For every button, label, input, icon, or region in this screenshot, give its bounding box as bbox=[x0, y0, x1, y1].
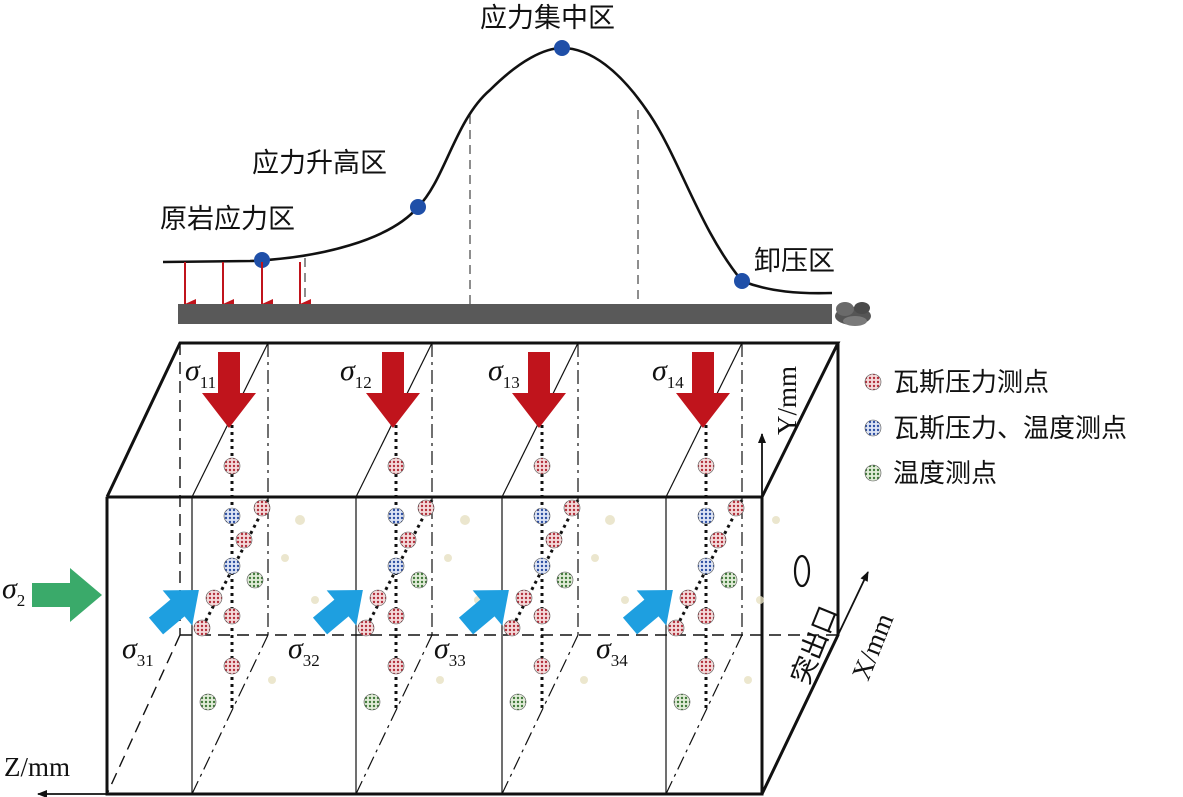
x-axis-label: X/mm bbox=[846, 609, 900, 684]
sigma-11-label: σ11 bbox=[185, 354, 216, 392]
gas-point bbox=[253, 499, 271, 517]
legend bbox=[864, 373, 882, 482]
gas-point bbox=[533, 457, 551, 475]
vertical-arrow-2 bbox=[366, 352, 420, 428]
temp-point bbox=[246, 571, 264, 589]
y-axis-label: Y/mm bbox=[772, 366, 802, 435]
gas-point bbox=[369, 589, 387, 607]
axes bbox=[37, 433, 869, 797]
gas-point bbox=[697, 607, 715, 625]
gas-point bbox=[679, 589, 697, 607]
loading-plate bbox=[178, 304, 832, 324]
legend-temp-label: 温度测点 bbox=[893, 459, 997, 489]
temp-point bbox=[556, 571, 574, 589]
gas-point bbox=[387, 607, 405, 625]
gas-point bbox=[709, 531, 727, 549]
gas-point bbox=[697, 657, 715, 675]
sigma-2-label: σ2 bbox=[2, 572, 25, 610]
gas-temp-point bbox=[697, 557, 715, 575]
legend-gas-label: 瓦斯压力测点 bbox=[893, 368, 1049, 398]
outlet-ellipse bbox=[793, 554, 811, 588]
gas-point bbox=[503, 619, 521, 637]
gas-temp-point bbox=[223, 507, 241, 525]
measurement-points bbox=[193, 457, 745, 711]
temp-point bbox=[199, 693, 217, 711]
sigma-32-label: σ32 bbox=[288, 632, 320, 670]
gas-point bbox=[235, 531, 253, 549]
sigma-34-label: σ34 bbox=[596, 632, 628, 670]
box-hidden-edge bbox=[106, 634, 181, 795]
sigma-13-label: σ13 bbox=[488, 354, 520, 392]
legend-gas-temp-marker bbox=[864, 419, 882, 437]
horizontal-arrow-1 bbox=[148, 590, 199, 635]
zone-label-relief: 卸压区 bbox=[754, 246, 835, 277]
temp-point bbox=[673, 693, 691, 711]
gas-point bbox=[417, 499, 435, 517]
gas-point bbox=[387, 657, 405, 675]
gas-temp-point bbox=[387, 557, 405, 575]
legend-temp-marker bbox=[864, 464, 882, 482]
curve-point-original bbox=[254, 252, 270, 268]
temp-point bbox=[509, 693, 527, 711]
gas-point bbox=[193, 619, 211, 637]
gas-temp-point bbox=[533, 557, 551, 575]
zone-label-original: 原岩应力区 bbox=[160, 204, 295, 235]
gas-temp-point bbox=[223, 557, 241, 575]
gas-temp-point bbox=[697, 507, 715, 525]
z-axis-label: Z/mm bbox=[4, 752, 70, 782]
temp-point bbox=[363, 693, 381, 711]
sigma-31-label: σ31 bbox=[122, 632, 154, 670]
gas-cloud-icon bbox=[835, 302, 871, 326]
zone-label-rising: 应力升高区 bbox=[252, 148, 387, 179]
horizontal-arrow-4 bbox=[622, 590, 673, 635]
gas-point bbox=[697, 457, 715, 475]
box-top-face bbox=[105, 341, 841, 498]
background-particles bbox=[268, 515, 780, 684]
sigma-14-label: σ14 bbox=[652, 354, 684, 392]
legend-gas-temp-label: 瓦斯压力、温度测点 bbox=[893, 414, 1127, 444]
vertical-arrow-3 bbox=[512, 352, 566, 428]
gas-point bbox=[387, 457, 405, 475]
curve-point-rising bbox=[410, 199, 426, 215]
section-planes bbox=[191, 342, 743, 795]
temp-point bbox=[410, 571, 428, 589]
gas-point bbox=[357, 619, 375, 637]
gas-point bbox=[667, 619, 685, 637]
stress-curve-section: 原岩应力区 应力升高区 应力集中区 卸压区 bbox=[160, 3, 871, 326]
sigma-33-label: σ33 bbox=[434, 632, 466, 670]
gas-point bbox=[223, 457, 241, 475]
zone-label-concentration: 应力集中区 bbox=[480, 3, 615, 34]
gas-point bbox=[399, 531, 417, 549]
vertical-arrow-4 bbox=[676, 352, 730, 428]
horizontal-stress-arrows bbox=[148, 590, 673, 635]
specimen-box bbox=[105, 341, 841, 796]
horizontal-arrow-2 bbox=[312, 590, 363, 635]
gas-point bbox=[545, 531, 563, 549]
gas-point bbox=[563, 499, 581, 517]
lateral-stress-arrow bbox=[32, 568, 102, 622]
gas-point bbox=[205, 589, 223, 607]
legend-gas-marker bbox=[864, 373, 882, 391]
gas-point bbox=[727, 499, 745, 517]
gas-point bbox=[515, 589, 533, 607]
horizontal-arrow-3 bbox=[458, 590, 509, 635]
gas-point bbox=[223, 657, 241, 675]
vertical-stress-arrows bbox=[202, 352, 730, 428]
gas-point bbox=[223, 607, 241, 625]
temp-point bbox=[720, 571, 738, 589]
curve-point-relief bbox=[734, 273, 750, 289]
x-axis bbox=[837, 571, 869, 636]
sigma-12-label: σ12 bbox=[340, 354, 372, 392]
curve-point-peak bbox=[554, 40, 570, 56]
stress-labels: σ11 σ12 σ13 σ14 σ2 σ31 σ32 σ33 σ34 bbox=[2, 354, 684, 670]
gas-point bbox=[533, 657, 551, 675]
gas-temp-point bbox=[387, 507, 405, 525]
vertical-arrow-1 bbox=[202, 352, 256, 428]
outlet-label: 突出口 bbox=[786, 602, 845, 689]
measurement-lines bbox=[198, 425, 744, 712]
gas-temp-point bbox=[533, 507, 551, 525]
gas-point bbox=[533, 607, 551, 625]
